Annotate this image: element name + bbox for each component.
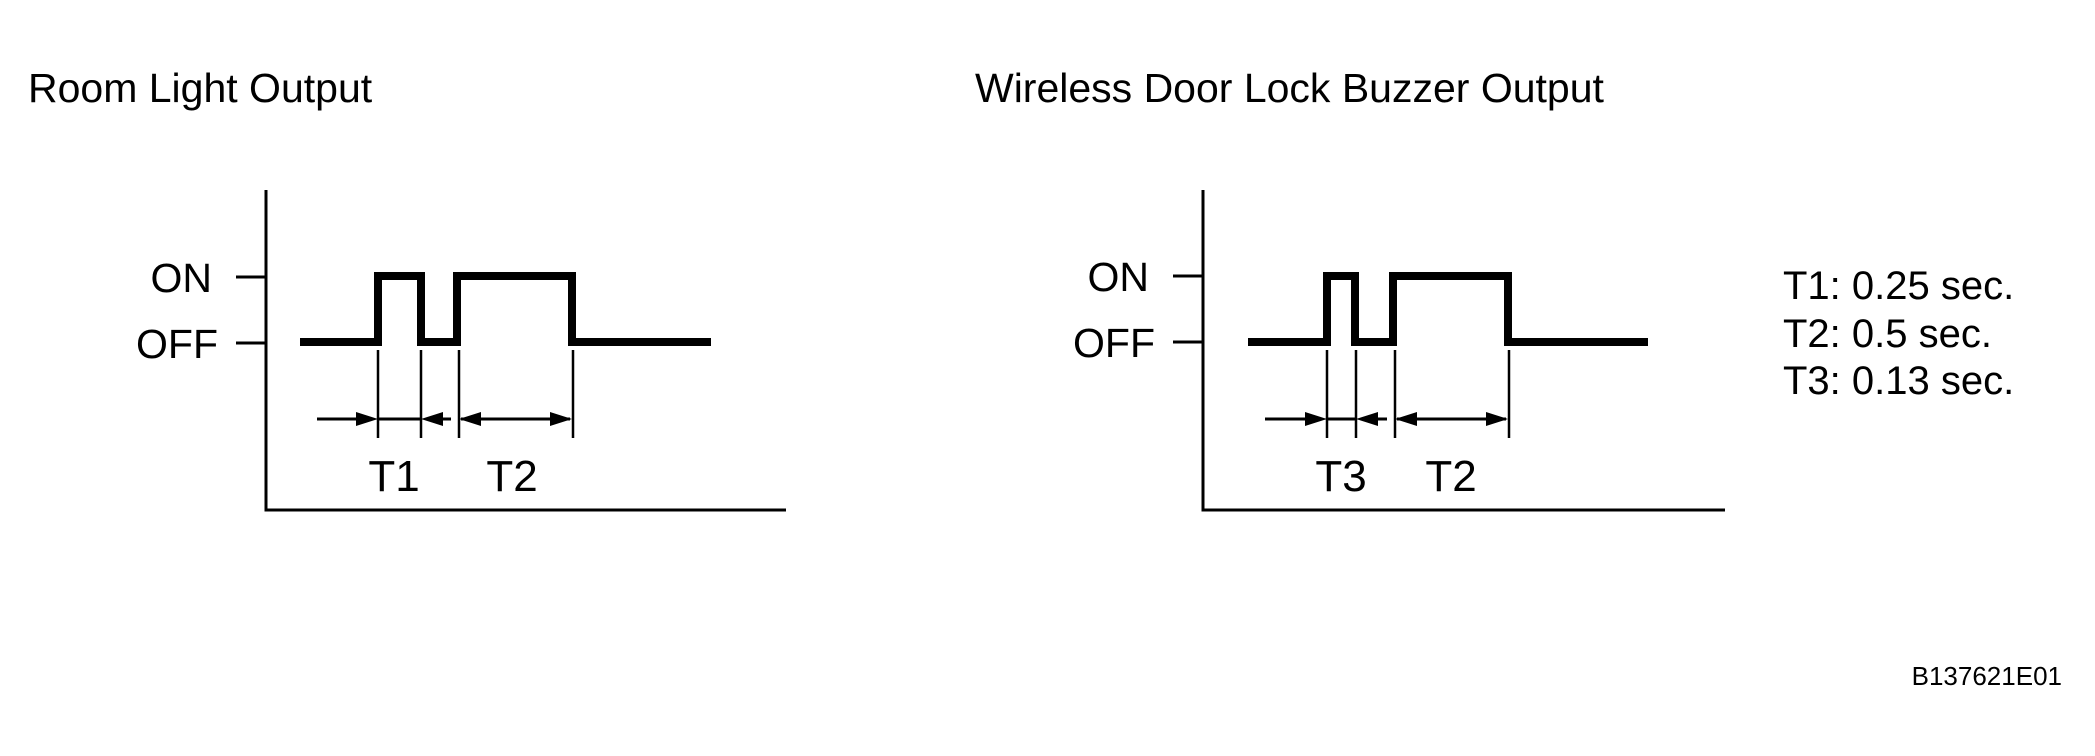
off-label: OFF — [136, 321, 218, 367]
on-label: ON — [1088, 254, 1150, 300]
dimension-extension-lines — [1325, 350, 1511, 438]
dimension-label-t1: T1 — [368, 452, 419, 501]
arrowhead-left-icon — [421, 412, 443, 426]
arrowhead-right-icon — [1305, 412, 1327, 426]
on-label: ON — [151, 255, 213, 301]
t1-dimension-arrows — [317, 412, 451, 426]
wireless-door-lock-buzzer-diagram: Wireless Door Lock Buzzer Output ON OFF — [975, 65, 1725, 512]
dimension-label-t2: T2 — [486, 452, 537, 501]
legend-line-t2: T2: 0.5 sec. — [1783, 312, 1992, 356]
waveform — [300, 272, 711, 346]
diagram-title: Room Light Output — [28, 65, 373, 111]
arrowhead-right-icon — [356, 412, 378, 426]
waveform — [1248, 272, 1648, 346]
arrowhead-left-icon — [1356, 412, 1378, 426]
t3-dimension-arrows — [1265, 412, 1387, 426]
t2-dimension-arrows — [459, 412, 572, 426]
dimension-extension-lines — [376, 350, 575, 438]
arrowhead-right-icon — [550, 412, 572, 426]
t2-dimension-arrows — [1395, 412, 1508, 426]
dimension-label-t2: T2 — [1425, 452, 1476, 501]
timing-legend: T1: 0.25 sec. T2: 0.5 sec. T3: 0.13 sec. — [1783, 264, 2014, 403]
arrowhead-right-icon — [1486, 412, 1508, 426]
diagram-title: Wireless Door Lock Buzzer Output — [975, 65, 1605, 111]
dimension-label-t3: T3 — [1315, 452, 1366, 501]
legend-line-t1: T1: 0.25 sec. — [1783, 264, 2014, 308]
legend-line-t3: T3: 0.13 sec. — [1783, 359, 2014, 403]
off-label: OFF — [1073, 320, 1155, 366]
figure-code: B137621E01 — [1912, 661, 2062, 691]
room-light-diagram: Room Light Output ON OFF — [28, 65, 786, 512]
